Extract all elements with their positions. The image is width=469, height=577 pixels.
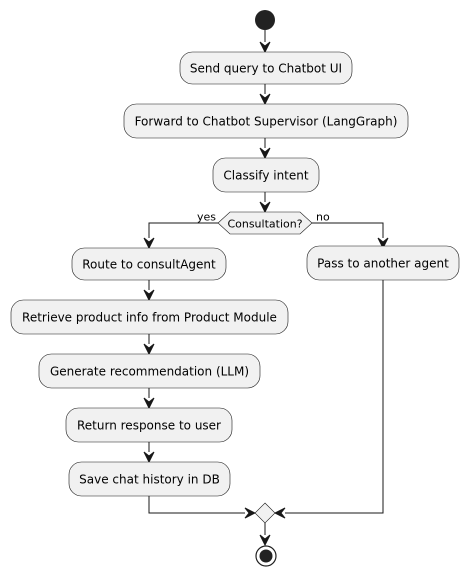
node-pass-label: Pass to another agent xyxy=(317,257,449,271)
node-classify: Classify intent xyxy=(212,157,320,193)
node-generate-label: Generate recommendation (LLM) xyxy=(50,365,249,379)
node-retrieve-label: Retrieve product info from Product Modul… xyxy=(22,311,277,325)
node-save-history-label: Save chat history in DB xyxy=(79,473,220,487)
decision-label: Consultation? xyxy=(227,218,302,231)
node-retrieve: Retrieve product info from Product Modul… xyxy=(10,299,289,335)
decision-consultation: Consultation? xyxy=(217,211,313,235)
node-pass: Pass to another agent xyxy=(306,245,460,281)
merge-diamond xyxy=(254,502,276,524)
node-return-response-label: Return response to user xyxy=(77,419,221,433)
branch-yes-label: yes xyxy=(197,211,216,224)
node-return-response: Return response to user xyxy=(65,407,233,443)
node-save-history: Save chat history in DB xyxy=(68,461,231,497)
node-forward-label: Forward to Chatbot Supervisor (LangGraph… xyxy=(135,115,398,129)
node-send-query: Send query to Chatbot UI xyxy=(179,51,353,85)
node-generate: Generate recommendation (LLM) xyxy=(38,353,261,389)
start-node xyxy=(255,10,275,30)
branch-no-label: no xyxy=(316,211,330,224)
edges xyxy=(143,30,389,547)
node-route: Route to consultAgent xyxy=(71,247,227,281)
end-node xyxy=(255,545,277,567)
node-route-label: Route to consultAgent xyxy=(82,258,216,272)
node-classify-label: Classify intent xyxy=(223,169,308,183)
node-send-query-label: Send query to Chatbot UI xyxy=(190,62,342,76)
node-forward: Forward to Chatbot Supervisor (LangGraph… xyxy=(123,103,409,139)
